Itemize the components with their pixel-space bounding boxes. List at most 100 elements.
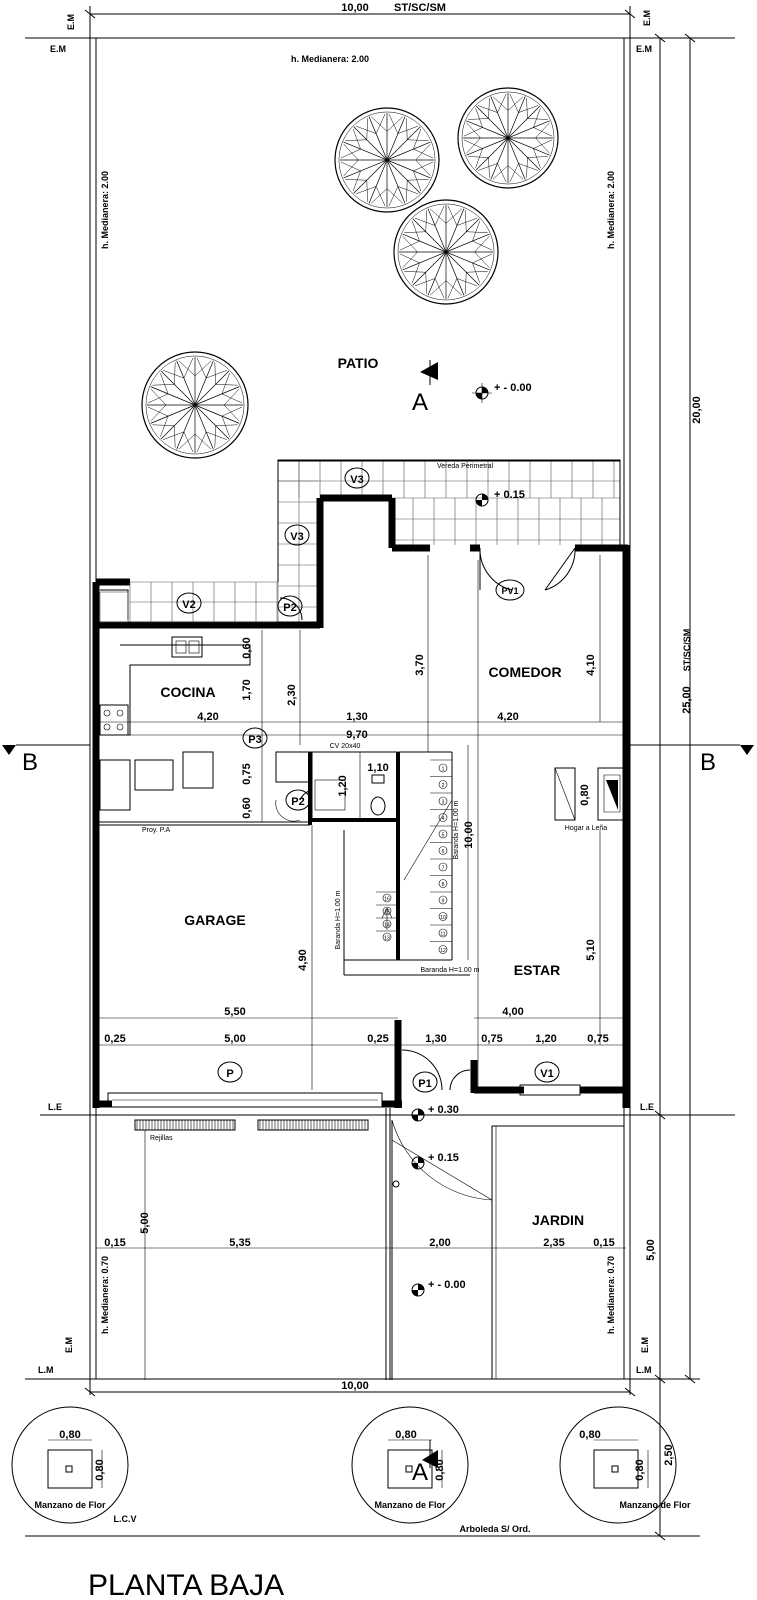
svg-text:B: B	[22, 749, 38, 776]
svg-text:P1: P1	[418, 1078, 431, 1090]
em-label-bottom-left: E.M	[64, 1337, 74, 1353]
svg-text:V1: V1	[540, 1068, 553, 1080]
dim-490: 4,90	[297, 949, 309, 970]
top-st-sc-sm: ST/SC/SM	[394, 2, 446, 14]
dim-075-a: 0,75	[481, 1033, 502, 1045]
stair-step-number: 16	[384, 897, 390, 903]
svg-text:V3: V3	[350, 474, 363, 486]
dim-510: 5,10	[585, 939, 597, 960]
right-dimension-250: 2,50	[663, 1444, 675, 1465]
rejillas-label: Rejillas	[150, 1135, 173, 1142]
svg-text:P: P	[226, 1068, 233, 1080]
v2-tiles	[129, 581, 278, 623]
level-mark-path: + 0.15	[411, 1152, 459, 1170]
tag-p-garage: P	[217, 1061, 243, 1083]
vereda-label: Vereda Perimetral	[437, 463, 493, 470]
dim-cocina-170: 1,70	[241, 679, 253, 700]
svg-text:Manzano de Flor: Manzano de Flor	[374, 1500, 446, 1510]
level-mark-entry: + 0.30	[411, 1104, 459, 1122]
room-label-jardin: JARDIN	[532, 1212, 584, 1228]
dim-120: 1,20	[337, 775, 349, 796]
dim-025-left: 0,25	[104, 1033, 125, 1045]
dim-015-left: 0,15	[104, 1237, 125, 1249]
svg-text:0,80: 0,80	[395, 1429, 416, 1441]
lcv-label: L.C.V	[113, 1514, 136, 1524]
tag-p2-top: P2	[277, 595, 303, 617]
proy-pa-label: Proy. P.A	[142, 827, 170, 834]
street-tree-left: 0,80 0,80 Manzano de Flor	[11, 1406, 129, 1524]
stair-step-number: 8	[442, 882, 445, 888]
svg-text:+ 0.15: + 0.15	[428, 1152, 459, 1164]
right-dimension-25: 25,00	[681, 686, 693, 714]
svg-text:0,80: 0,80	[434, 1459, 446, 1480]
level-mark-patio: + - 0.00	[472, 382, 532, 403]
dim-025-right: 0,25	[367, 1033, 388, 1045]
svg-text:Manzano de Flor: Manzano de Flor	[34, 1500, 106, 1510]
tree-4	[141, 351, 249, 459]
svg-text:Manzano de Flor: Manzano de Flor	[619, 1500, 691, 1510]
svg-text:V3: V3	[290, 531, 303, 543]
tag-pv1: PV1	[495, 579, 525, 601]
tree-1	[334, 107, 440, 213]
trees	[141, 87, 559, 459]
le-label-right: L.E	[640, 1102, 654, 1112]
dim-075: 0,75	[241, 763, 253, 784]
tag-p2-bath: P2	[285, 789, 311, 811]
level-mark-vereda: + 0.15	[475, 489, 525, 507]
tag-p1: P1	[412, 1071, 438, 1093]
dim-500: 5,00	[224, 1033, 245, 1045]
dim-370: 3,70	[414, 654, 426, 675]
dim-235: 2,35	[543, 1237, 564, 1249]
dim-cocina-width: 4,20	[197, 711, 218, 723]
section-mark-a-bottom: A	[412, 1440, 438, 1486]
room-label-garage: GARAGE	[184, 912, 245, 928]
em-label-bottom-right: E.M	[640, 1337, 650, 1353]
medianera-left: h. Medianera: 2.00	[100, 171, 110, 249]
dim-060-lower: 0,60	[241, 797, 253, 818]
dim-120-b: 1,20	[535, 1033, 556, 1045]
em-label-top-right-vertical: E.M	[642, 10, 652, 26]
street-tree-right: 0,80 0,80 Manzano de Flor	[559, 1406, 691, 1524]
tag-v2: V2	[176, 592, 202, 614]
dim-535: 5,35	[229, 1237, 250, 1249]
dim-075-b: 0,75	[587, 1033, 608, 1045]
svg-text:+ 0.30: + 0.30	[428, 1104, 459, 1116]
stair-step-number: 13	[384, 936, 390, 942]
tag-v3-side: V3	[284, 524, 310, 546]
right-dimension-20: 20,00	[691, 396, 703, 424]
svg-text:0,80: 0,80	[59, 1429, 80, 1441]
stair-step-number: 9	[442, 899, 445, 905]
dim-front-500: 5,00	[139, 1212, 151, 1233]
room-label-patio: PATIO	[338, 355, 379, 371]
hogar-label: Hogar a Leña	[565, 825, 608, 832]
lm-label-left: L.M	[38, 1365, 54, 1375]
svg-text:0,80: 0,80	[634, 1459, 646, 1480]
reference-lines	[25, 6, 735, 1541]
svg-text:+ - 0.00: + - 0.00	[494, 382, 532, 394]
stair-step-number: 4	[442, 816, 445, 822]
dim-cocina-060: 0,60	[241, 637, 253, 658]
dim-110: 1,10	[367, 762, 388, 774]
room-label-estar: ESTAR	[514, 962, 560, 978]
dim-200: 2,00	[429, 1237, 450, 1249]
svg-text:+ 0.15: + 0.15	[494, 489, 525, 501]
dim-410: 4,10	[585, 654, 597, 675]
medianera-top: h. Medianera: 2.00	[291, 54, 369, 64]
dim-comedor-width: 4,20	[497, 711, 518, 723]
stair-step-number: 3	[442, 800, 445, 806]
svg-text:P2: P2	[283, 602, 296, 614]
svg-text:P3: P3	[248, 734, 261, 746]
dim-230: 2,30	[286, 684, 298, 705]
svg-text:V2: V2	[182, 599, 195, 611]
tag-p3: P3	[242, 727, 268, 749]
dim-015-right: 0,15	[593, 1237, 614, 1249]
em-label-top-left-vertical: E.M	[66, 14, 76, 30]
stair-step-number: 5	[442, 833, 445, 839]
em-label-left: E.M	[50, 44, 66, 54]
medianera-right: h. Medianera: 2.00	[606, 171, 616, 249]
svg-text:A: A	[412, 389, 428, 416]
svg-text:PV1: PV1	[501, 586, 518, 596]
stair-step-number: 11	[440, 932, 445, 938]
bottom-width-dimension: 10,00	[341, 1380, 369, 1392]
